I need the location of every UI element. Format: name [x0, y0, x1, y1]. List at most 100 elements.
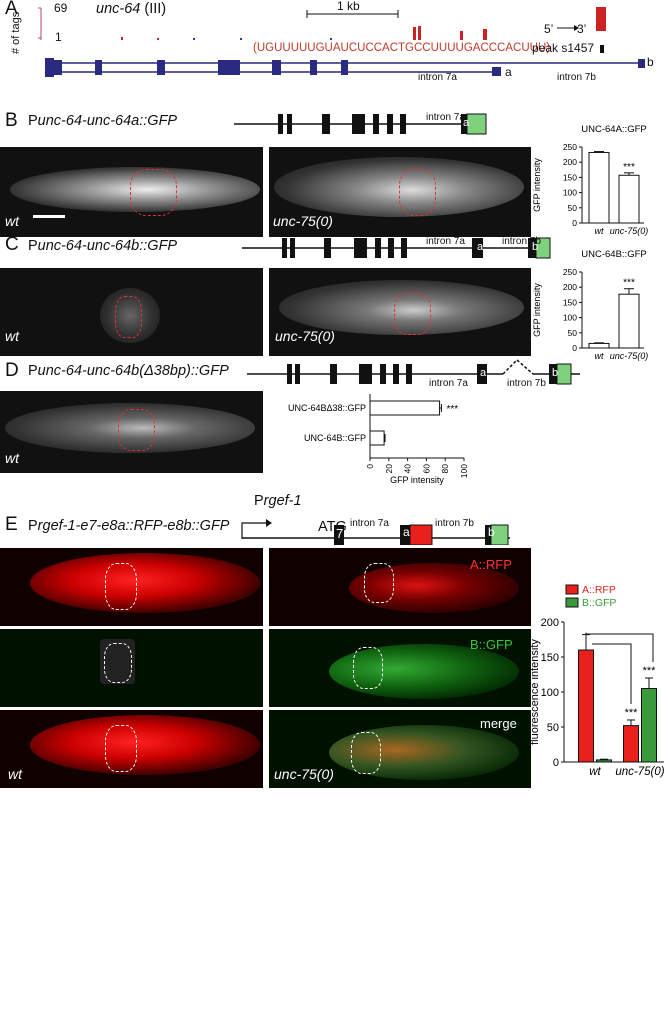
panel-c-image-unc75 — [269, 268, 531, 356]
panel-e-gfp-unc75 — [269, 629, 531, 707]
panel-b-title: Punc-64-unc-64a::GFP — [28, 113, 177, 129]
panel-d-title: Punc-64-unc-64b(Δ38bp)::GFP — [28, 363, 229, 379]
promoter-prefix: P — [254, 493, 264, 509]
y-tick-label: 50 — [568, 203, 578, 213]
panel-d-letter: D — [5, 360, 19, 381]
isoform-b-label: b — [647, 55, 654, 69]
panel-e-title: Prgef-1-e7-e8a::RFP-e8b::GFP — [28, 518, 229, 534]
bar-unc-75(0) — [618, 174, 640, 224]
panel-b-construct — [234, 113, 487, 135]
intron7b-label: intron 7b — [557, 72, 596, 83]
bar-A::RFP-wt — [578, 649, 594, 763]
bar-wt — [588, 151, 610, 224]
panel-d-wt-label: wt — [5, 450, 19, 466]
panel-e-merge-wt — [0, 710, 263, 788]
panel-a-gene-model — [38, 7, 645, 77]
significance: *** — [623, 278, 635, 289]
intron7a-label: intron 7a — [418, 72, 457, 83]
panel-d-construct — [247, 359, 580, 385]
y-tick-label: 50 — [568, 328, 578, 338]
panel-b-image-unc75 — [269, 147, 531, 237]
panel-b-letter: B — [5, 110, 18, 131]
scale-bar-label: 1 kb — [337, 0, 360, 13]
gfp-row-label: B::GFP — [470, 637, 513, 652]
chromosome: (III) — [144, 1, 167, 17]
seq-3prime: 3’ — [577, 22, 587, 36]
gene-name: unc-64 — [96, 1, 141, 17]
panel-e-unc75-label: unc-75(0) — [274, 766, 334, 782]
panel-e-merge-unc75 — [269, 710, 531, 788]
promoter-name: rgef-1 — [263, 493, 302, 509]
panel-d-intron7b: intron 7b — [507, 378, 546, 389]
panel-b-exon-tag: a — [463, 117, 470, 129]
panel-c-construct — [242, 237, 551, 259]
panel-e-exon-a: a — [403, 525, 410, 539]
panel-d-intron7a: intron 7a — [429, 378, 468, 389]
seq-5prime: 5’ — [544, 22, 554, 36]
y-tick-label: 200 — [563, 157, 577, 167]
legend-swatch — [565, 597, 579, 608]
x-tick-label: 100 — [459, 464, 469, 478]
panel-c-wt-label: wt — [5, 328, 19, 344]
title-construct: unc-64-unc-64b(Δ38bp)::GFP — [37, 363, 229, 379]
y-tick-label: 250 — [563, 142, 577, 152]
panel-e-gfp-wt — [0, 629, 263, 707]
isoform-a-label: a — [505, 65, 512, 79]
category-label: wt — [589, 766, 601, 778]
panel-a-letter: A — [5, 0, 18, 19]
panel-c-unc75-label: unc-75(0) — [275, 328, 335, 344]
panel-a-ytick-top: 69 — [54, 1, 68, 15]
y-tick-label: 0 — [572, 218, 577, 228]
y-tick-label: 100 — [563, 313, 577, 323]
category-label: unc-75(0) — [615, 766, 664, 778]
chart-title: UNC-64A::GFP — [581, 124, 646, 135]
title-prefix: P — [28, 518, 38, 534]
x-tick-label: 80 — [440, 464, 450, 474]
sequence-text: (UGUUUUUGUAUCUCCACTGCCUUUUGACCCACUUU) — [253, 42, 551, 54]
y-tick-label: 100 — [541, 687, 559, 699]
panel-a-ytick-bottom: 1 — [55, 30, 62, 44]
category-label: wt — [595, 351, 604, 361]
bar-0 — [369, 400, 441, 416]
significance: *** — [446, 404, 458, 415]
bar-wt — [588, 342, 610, 349]
y-axis-label: GFP intensity — [532, 158, 542, 212]
panel-c-intron7b: intron 7b — [502, 236, 541, 247]
title-prefix: P — [28, 238, 38, 254]
bar-unc-75(0) — [618, 293, 640, 349]
y-tick-label: 150 — [541, 652, 559, 664]
panel-b-image-wt — [0, 147, 263, 237]
y-tick-label: 150 — [563, 172, 577, 182]
x-tick-label: 20 — [384, 464, 394, 474]
y-tick-label: 200 — [541, 617, 559, 629]
title-construct: rgef-1-e7-e8a::RFP-e8b::GFP — [37, 518, 230, 534]
panel-d-image-wt — [0, 391, 263, 473]
panel-e-construct — [241, 519, 510, 545]
category-label: unc-75(0) — [610, 351, 649, 361]
y-tick-label: 0 — [553, 757, 559, 769]
significance: *** — [625, 707, 639, 719]
legend-swatch — [565, 584, 579, 595]
x-tick-label: 60 — [421, 464, 431, 474]
title-prefix: P — [28, 363, 38, 379]
panel-c-intron7a: intron 7a — [426, 236, 465, 247]
category-label: UNC-64B::GFP — [304, 433, 366, 443]
panel-e-wt-label: wt — [8, 766, 22, 782]
scale-bar — [33, 215, 65, 218]
bar-1 — [369, 430, 385, 446]
exon7-label: 7 — [336, 526, 344, 541]
x-axis-label: GFP intensity — [390, 475, 444, 485]
x-tick-label: 40 — [403, 464, 413, 474]
panel-e-letter: E — [5, 514, 18, 535]
title-construct: unc-64-unc-64b::GFP — [37, 238, 178, 254]
bar-B::GFP-wt — [596, 759, 612, 763]
y-tick-label: 200 — [563, 282, 577, 292]
title-prefix: P — [28, 113, 38, 129]
legend-label: A::RFP — [582, 584, 616, 596]
category-label: UNC-64BΔ38::GFP — [288, 403, 366, 413]
panel-e-rfp-unc75 — [269, 548, 531, 626]
panel-e-exon-b: b — [488, 525, 495, 539]
